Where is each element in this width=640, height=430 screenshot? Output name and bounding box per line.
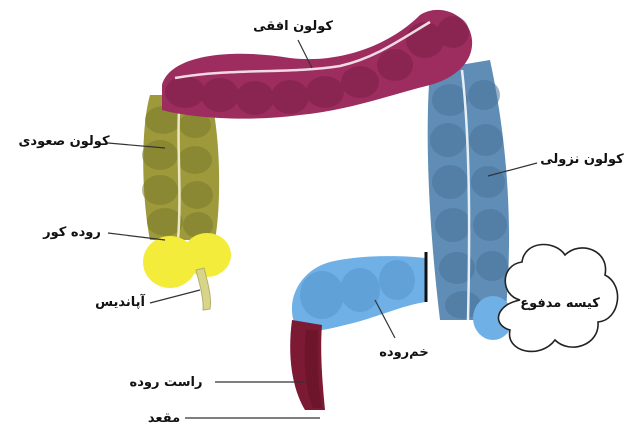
ascending-colon [142,94,220,241]
transverse-haustra [165,16,469,115]
ascending-taenia [176,94,182,241]
cecum-left-lobe [143,236,197,288]
label-ascending-colon: کولون صعودی [19,134,110,149]
label-sigmoid: خم‌روده [379,345,428,360]
label-anus: مقعد [148,411,180,425]
descending-colon [427,60,513,340]
descending-colon-lower-end [473,296,513,340]
appendix [195,267,211,311]
label-descending-colon: کولون نزولی [540,152,624,167]
cecum-right-lobe [183,233,231,277]
leader-descending [487,162,538,177]
label-cecum: روده کور [42,225,101,240]
fecal-sac-cloud [497,243,619,353]
sigmoid-colon [291,252,428,331]
descending-taenia [460,69,471,321]
sigmoid-colon-body [291,256,425,331]
ascending-haustra [142,106,213,238]
transverse-taenia [174,20,431,80]
leader-sigmoid [374,299,396,339]
label-transverse-colon: کولون افقی [253,19,333,34]
sigmoid-haustra [300,260,415,319]
leader-transverse [297,39,313,69]
label-rectum: راست روده [130,375,203,390]
cecum [143,233,231,288]
leader-ascending [107,142,166,149]
leader-lines [107,39,538,419]
rectum-shade [304,330,322,408]
rectum [290,320,325,410]
label-appendix: آپاندیس [95,293,145,310]
transverse-colon [162,9,473,119]
leader-cecum [107,232,166,241]
leader-appendix [149,289,201,304]
label-fecal-sac: کیسه مدفوع [520,296,600,311]
